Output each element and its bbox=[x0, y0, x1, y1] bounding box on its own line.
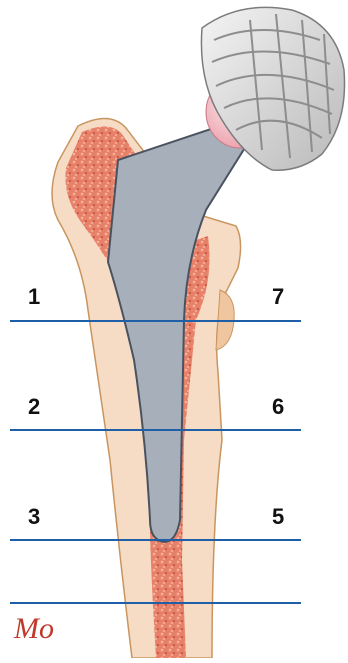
zone-label-2: 2 bbox=[28, 396, 40, 418]
zone-label-3: 3 bbox=[28, 506, 40, 528]
zone-label-7: 7 bbox=[272, 286, 284, 308]
artist-signature: Mo bbox=[14, 612, 54, 646]
zone-label-1: 1 bbox=[28, 286, 40, 308]
zone-label-6: 6 bbox=[272, 396, 284, 418]
zone-label-5: 5 bbox=[272, 506, 284, 528]
